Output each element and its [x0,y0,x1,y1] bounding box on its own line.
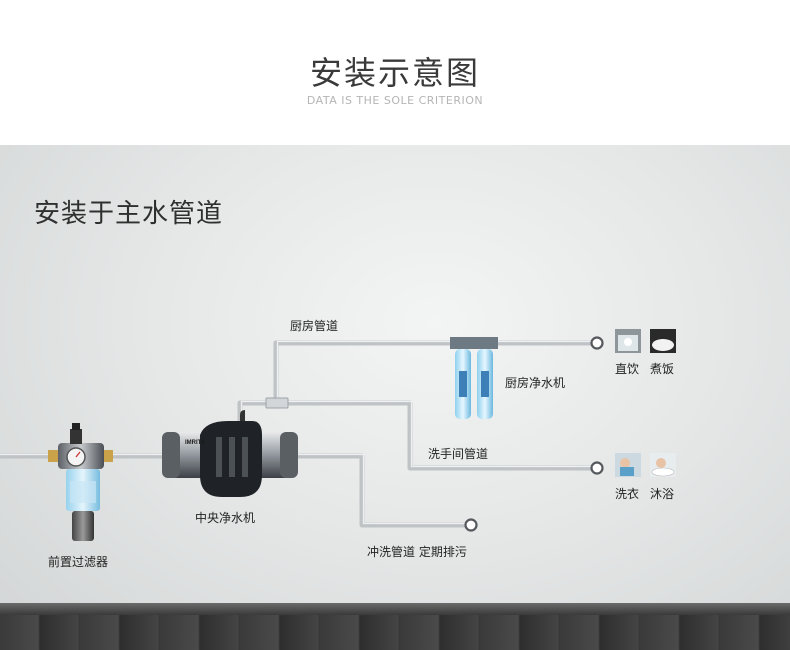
installation-scene: 安装于主水管道 [0,145,790,650]
central-purifier-unit [162,410,298,497]
drink-thumbnail [615,329,641,353]
flush-pipe [298,453,466,528]
wash-pipe-label: 洗手间管道 [428,447,489,461]
central-purifier-brand: IMRITA [185,440,206,446]
kitchen-pipe [273,340,598,403]
laundry-thumbnail [615,453,641,477]
central-purifier-label: 中央净水机 [195,511,256,525]
pipe-diagram: IMRITA [0,329,676,541]
drink-label: 直饮 [615,362,640,376]
kitchen-purifier-unit [450,337,498,419]
cook-label: 煮饭 [650,362,675,376]
bath-thumbnail [650,453,676,477]
central-outlet-pipe [237,400,598,471]
page-title: 安装示意图 [309,54,480,92]
kitchen-purifier-label: 厨房净水机 [505,376,566,390]
flush-outlet-valve [464,518,478,532]
prefilter-unit [48,423,113,541]
baseboard [0,603,790,615]
section-title: 安装于主水管道 [34,199,224,229]
tee-fitting [265,397,289,409]
header: 安装示意图 DATA IS THE SOLE CRITERION [0,0,790,145]
cook-thumbnail [650,329,676,353]
laundry-label: 洗衣 [615,487,640,501]
flush-pipe-label: 冲洗管道 定期排污 [367,545,467,559]
bathroom-outlet-valve [590,461,604,475]
prefilter-label: 前置过滤器 [48,555,109,569]
floor [0,615,790,650]
page-subtitle: DATA IS THE SOLE CRITERION [306,94,484,107]
kitchen-pipe-label: 厨房管道 [290,319,339,333]
bath-label: 沐浴 [650,487,675,501]
kitchen-outlet-valve [590,336,604,350]
